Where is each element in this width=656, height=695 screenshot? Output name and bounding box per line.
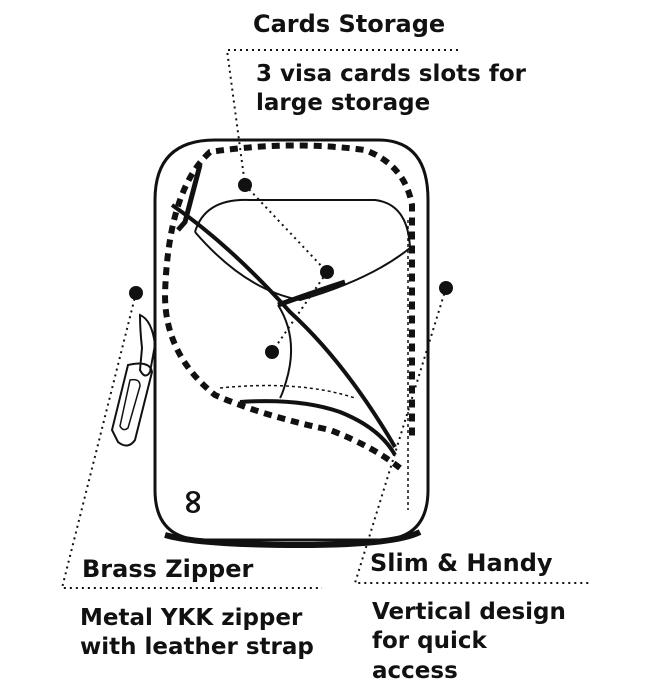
pocket-dotted-detail <box>219 384 356 399</box>
card-flap <box>277 279 346 308</box>
callout-slim <box>353 281 590 584</box>
cards-storage-line-1: 3 visa cards slots for <box>256 61 526 87</box>
wallet-outline <box>153 138 430 542</box>
brass-zipper-title: Brass Zipper <box>82 555 254 583</box>
slim-handy-line-3: access <box>372 657 458 684</box>
card-slot-inner <box>277 304 293 399</box>
card-pocket-top <box>194 198 411 249</box>
brass-zipper-desc: Metal YKK zipper with leather strap <box>80 604 314 663</box>
logo-mark: ∞ <box>174 488 214 516</box>
brass-zipper-line-1: Metal YKK zipper <box>80 605 303 631</box>
callout-zipper <box>60 286 322 589</box>
brass-zipper-line-2: with leather strap <box>80 634 314 661</box>
callout-cards <box>225 49 458 359</box>
pocket-diagonal <box>170 203 397 449</box>
flap-accent <box>176 164 203 232</box>
zipper-pull <box>110 313 157 447</box>
cards-storage-desc: 3 visa cards slots for large storage <box>256 60 526 119</box>
zipper-dashed-outline <box>161 142 415 471</box>
slim-handy-line-2: for quick <box>372 628 487 655</box>
wallet-base <box>164 529 422 549</box>
card-slot-curve <box>194 231 411 302</box>
cards-storage-title: Cards Storage <box>253 10 446 38</box>
pocket-lower-edge <box>239 399 397 457</box>
cards-storage-line-2: large storage <box>256 90 431 117</box>
slim-handy-desc: Vertical design for quick access <box>372 598 566 686</box>
slim-handy-title: Slim & Handy <box>370 549 553 577</box>
slim-handy-line-1: Vertical design <box>372 599 566 625</box>
